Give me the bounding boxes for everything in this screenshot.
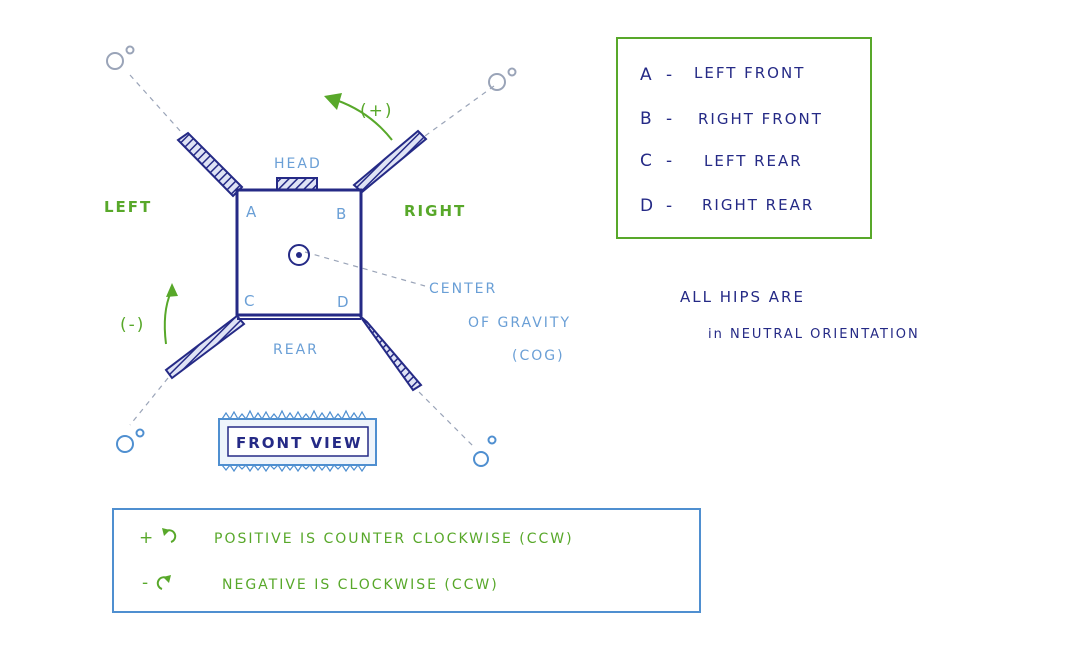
legend-dash: - <box>666 196 674 216</box>
legend-item: C - LEFT REAR <box>640 151 803 171</box>
hips-note-line2: in NEUTRAL ORIENTATION <box>708 327 920 342</box>
leg-b <box>352 129 428 194</box>
legend-text-a: LEFT FRONT <box>694 64 805 82</box>
head-label: HEAD <box>274 156 322 172</box>
foot-circles <box>106 45 517 467</box>
legend-item: A - LEFT FRONT <box>640 64 805 85</box>
foot-d-icon <box>473 435 497 467</box>
legend-text-d: RIGHT REAR <box>702 196 814 214</box>
leg-extension-lines <box>129 74 495 449</box>
legend-key-c: C <box>640 151 654 171</box>
legend-key-b: B <box>640 109 654 129</box>
negative-convention-row: - NEGATIVE IS CLOCKWISE (CCW) <box>142 573 499 593</box>
front-view-box: FRONT VIEW <box>218 409 377 473</box>
corner-c-label: C <box>244 292 256 310</box>
leg-a <box>176 131 244 198</box>
legend-dash: - <box>666 109 674 129</box>
hips-note-line1: ALL HIPS ARE <box>680 288 805 306</box>
legend-key-d: D <box>640 196 655 216</box>
positive-rotation-arrow <box>324 93 393 141</box>
negative-text: NEGATIVE IS CLOCKWISE (CCW) <box>222 577 499 593</box>
positive-sign: + <box>139 528 155 548</box>
robot-legs <box>164 129 428 392</box>
cog-label-line2: OF GRAVITY <box>468 315 571 331</box>
convention-box: + POSITIVE IS COUNTER CLOCKWISE (CCW) - … <box>112 508 701 613</box>
legend-text-b: RIGHT FRONT <box>698 110 823 128</box>
negative-arrow-label: (-) <box>120 315 145 335</box>
corner-b-label: B <box>336 205 348 223</box>
cog-label-line1: CENTER <box>429 281 497 297</box>
corner-d-label: D <box>337 293 351 311</box>
positive-convention-row: + POSITIVE IS COUNTER CLOCKWISE (CCW) <box>139 528 574 548</box>
leg-d <box>359 315 423 392</box>
center-of-gravity-icon <box>288 244 310 266</box>
negative-rotation-arrow <box>163 283 178 345</box>
negative-sign: - <box>142 573 150 593</box>
left-label: LEFT <box>104 198 152 216</box>
legend-item: B - RIGHT FRONT <box>640 109 823 129</box>
legend-key-a: A <box>640 65 654 85</box>
right-label: RIGHT <box>404 202 466 220</box>
legend-dash: - <box>666 151 674 171</box>
head-block <box>276 177 318 191</box>
positive-text: POSITIVE IS COUNTER CLOCKWISE (CCW) <box>214 531 574 547</box>
positive-arrow-label: (+) <box>360 101 394 121</box>
robot-body <box>235 188 363 317</box>
corner-a-label: A <box>246 203 258 221</box>
foot-a-icon <box>106 45 135 70</box>
legend-text-c: LEFT REAR <box>704 152 803 170</box>
foot-c-icon <box>116 428 145 453</box>
cog-label-line3: (COG) <box>512 348 565 364</box>
front-view-label: FRONT VIEW <box>236 434 363 452</box>
leg-c <box>164 314 246 380</box>
legend-dash: - <box>666 65 674 85</box>
legend-box: A - LEFT FRONT B - RIGHT FRONT C - LEFT … <box>616 37 872 239</box>
legend-item: D - RIGHT REAR <box>640 196 814 216</box>
rear-label: REAR <box>273 342 319 358</box>
foot-b-icon <box>488 67 517 91</box>
